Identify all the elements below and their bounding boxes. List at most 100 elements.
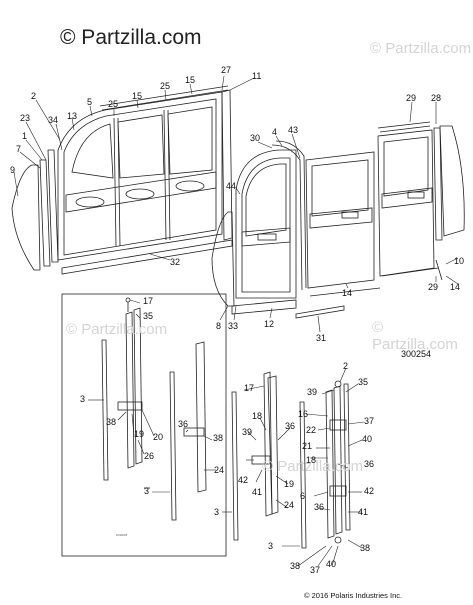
callout-label: 15 — [132, 91, 143, 101]
left-door-bottom-sill — [61, 239, 233, 275]
callout-label: 4 — [272, 127, 278, 137]
right-door-panel-2-window — [383, 136, 429, 197]
right-strips — [299, 380, 351, 549]
callout-label: 11 — [252, 71, 262, 81]
left-door-window-pane-3 — [167, 106, 213, 175]
right-door-panel-2-belt — [381, 187, 433, 209]
callout-label: 8 — [216, 321, 222, 331]
callout-label: 41 — [358, 507, 369, 517]
callout-label: 41 — [252, 487, 263, 497]
left-door-handle-3 — [175, 180, 205, 192]
callout-label: 43 — [288, 125, 299, 135]
left-door-right-post — [221, 89, 233, 241]
partzilla-watermark-ghost-1: © Partzilla.com — [370, 40, 472, 57]
callout-label: 36 — [364, 459, 375, 469]
partzilla-watermark-ghost-2: © Partzilla.com — [372, 319, 458, 353]
callout-label: 40 — [326, 559, 337, 569]
callout-label: 29 — [406, 93, 417, 103]
right-end-panel — [439, 125, 465, 237]
right-strip-1 — [325, 389, 335, 539]
callout-label: 35 — [143, 311, 154, 321]
right-door-1-latch — [341, 211, 359, 219]
left-door-post-2 — [163, 109, 167, 241]
callout-label: 29 — [428, 282, 439, 292]
callout-label: 14 — [342, 288, 353, 298]
inset-post — [125, 311, 135, 469]
middle-strip-3 — [231, 391, 239, 541]
callout-label: 18 — [252, 411, 263, 421]
callout-label: 19 — [284, 479, 295, 489]
callout-label: 10 — [454, 256, 465, 266]
callout-label: 22 — [306, 425, 317, 435]
callout-label: 30 — [250, 133, 261, 143]
callout-label: 38 — [290, 561, 301, 571]
left-door-outer-frame — [57, 91, 223, 261]
callout-label: 5 — [87, 97, 93, 107]
diagram-id: 300254 — [401, 349, 432, 359]
callout-label: 44 — [226, 181, 237, 191]
inset-border — [61, 293, 227, 557]
callout-label: 26 — [144, 451, 155, 461]
callout-label: 7 — [16, 144, 22, 154]
partzilla-watermark-ghost-3: © Partzilla.com — [66, 321, 168, 338]
callout-label: 2 — [343, 361, 349, 371]
callout-label: 36 — [178, 419, 189, 429]
middle-door-assembly — [211, 140, 307, 315]
right-door-panel-1-belt — [309, 207, 373, 229]
callout-label: 17 — [244, 383, 255, 393]
right-hinge-block-2 — [329, 485, 347, 497]
callout-label: 3 — [144, 486, 150, 496]
left-hinge-strip-2 — [47, 149, 59, 263]
inset-caption-mark: ▭▭▭ — [116, 532, 128, 537]
middle-strip-2 — [169, 371, 177, 521]
callout-label: 21 — [302, 441, 313, 451]
callout-label: 42 — [238, 475, 249, 485]
copyright-notice: © 2016 Polaris Industries Inc. — [304, 591, 403, 600]
callout-label: 18 — [306, 455, 317, 465]
callout-label: 38 — [213, 433, 224, 443]
left-door-window-pane-1 — [71, 123, 114, 179]
left-door-assembly — [11, 85, 233, 275]
right-hinge-block-1 — [329, 419, 347, 431]
callout-label: 37 — [364, 416, 375, 426]
left-door-handle-2 — [125, 188, 155, 200]
right-strip-3 — [343, 383, 351, 531]
callout-label: 20 — [153, 432, 164, 442]
inset-latch-block — [117, 401, 143, 411]
inset-filler-strip — [101, 339, 109, 481]
callout-label: 16 — [298, 409, 309, 419]
callout-label: 3 — [80, 394, 86, 404]
callout-label: 17 — [143, 296, 154, 306]
left-door-belt-rail — [65, 171, 217, 213]
callout-label: 3 — [214, 507, 220, 517]
callout-label: 2 — [31, 91, 37, 101]
callout-label: 24 — [214, 465, 225, 475]
right-door-panel-2 — [377, 129, 435, 277]
right-door-bottom-sill-1 — [309, 287, 381, 297]
right-filler-strip — [299, 401, 307, 549]
callout-label: 32 — [170, 257, 181, 267]
left-side-panel — [11, 164, 41, 271]
callout-label: 35 — [358, 377, 369, 387]
callout-label: 39 — [307, 387, 318, 397]
callout-label: 24 — [284, 500, 295, 510]
left-door-inner-frame — [63, 98, 217, 256]
callout-label: 42 — [364, 486, 375, 496]
callout-label: 38 — [360, 543, 371, 553]
middle-door-latch — [257, 233, 277, 241]
middle-latch-block — [183, 427, 205, 437]
left-door-post-1 — [113, 117, 117, 247]
callout-label: 36 — [285, 421, 296, 431]
partzilla-watermark-ghost-4: © Partzilla.com — [262, 458, 364, 475]
middle-side-panel — [211, 211, 235, 307]
left-door-post-2b — [167, 109, 171, 241]
callout-label: 6 — [300, 491, 306, 501]
callout-label: 36 — [314, 502, 325, 512]
right-door-assembly — [295, 121, 465, 319]
left-door-post-1b — [117, 117, 121, 247]
callout-label: 13 — [67, 111, 78, 121]
middle-door-inner-frame — [241, 157, 291, 293]
callout-label: 25 — [108, 99, 119, 109]
middle-door-window — [245, 163, 287, 237]
